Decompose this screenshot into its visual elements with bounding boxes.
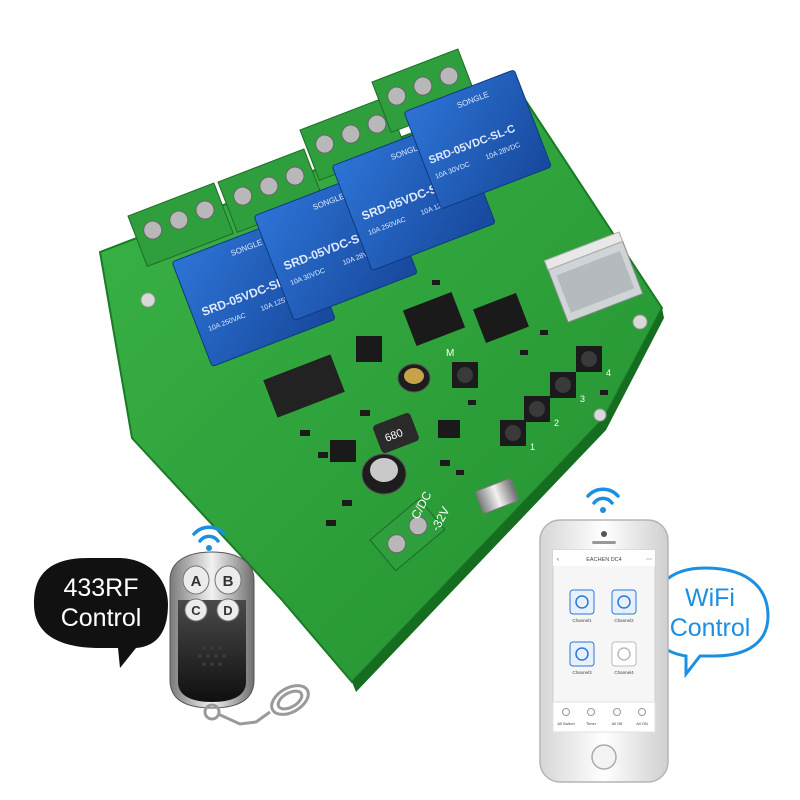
inductor: 680	[373, 412, 419, 454]
ic-chip	[356, 336, 382, 362]
button-number: 4	[606, 368, 611, 378]
channel-tile-1[interactable]: Channel1	[569, 589, 595, 623]
wifi-control-callout: WiFi Control	[650, 566, 770, 679]
power-terminal	[369, 498, 446, 572]
ic-chip	[402, 291, 466, 347]
button-number: 2	[554, 418, 559, 428]
speech-bubble	[34, 558, 168, 668]
footer-all-off[interactable]: All Off	[612, 708, 624, 727]
terminal-screw	[259, 176, 279, 196]
terminal-screw	[169, 210, 189, 230]
remote-button-label: B	[223, 573, 234, 590]
micro-usb-port	[475, 478, 519, 514]
rf-callout-line1: 433RF	[63, 574, 138, 602]
rf-callout-line2: Control	[61, 604, 142, 632]
rf-remote: A B C D	[169, 551, 310, 726]
phone-speaker	[592, 541, 616, 544]
terminal-screw	[233, 186, 253, 206]
capacitor	[397, 363, 431, 393]
mounting-hole	[632, 314, 648, 330]
remote-button-label: A	[191, 573, 202, 590]
channel-tile-4[interactable]: Channel4	[611, 641, 637, 675]
button-m-label: M	[446, 348, 454, 359]
remote-button-label: D	[223, 603, 232, 618]
terminal-screw	[285, 166, 305, 186]
capacitor	[361, 453, 407, 495]
terminal-screw	[341, 124, 361, 144]
relays: SONGLE SRD-05VDC-SL-C 10A 250VAC 10A 125…	[172, 70, 552, 367]
channel-tile-3[interactable]: Channel3	[569, 641, 595, 675]
tactile-buttons: M 1 2 3 4	[446, 346, 611, 452]
smd-components	[300, 280, 608, 526]
app-title: EACHEN DC4	[586, 557, 621, 563]
phone-camera	[601, 531, 607, 537]
terminal-screw	[315, 134, 335, 154]
terminal-blocks	[127, 48, 478, 268]
footer-label: Timer	[586, 721, 597, 726]
channel-label: Channel1	[572, 618, 592, 623]
footer-all-switch[interactable]: All Switch	[557, 708, 575, 727]
remote-button-d[interactable]: D	[216, 598, 240, 622]
phone-home-button[interactable]	[591, 744, 617, 770]
button-1: 1	[500, 420, 535, 452]
terminal-screw	[143, 220, 163, 240]
channel-label: Channel2	[614, 618, 634, 623]
button-4: 4	[576, 346, 611, 378]
mounting-hole	[140, 292, 156, 308]
ic-chip	[438, 420, 460, 438]
relay-4: SONGLE SRD-05VDC-SL-C 10A 30VDC 10A 28VD…	[404, 70, 552, 209]
remote-speaker-grille	[198, 646, 226, 666]
pcb-edge-shadow	[352, 308, 664, 692]
footer-all-on[interactable]: All ON	[636, 708, 648, 727]
relay-board: SONGLE SRD-05VDC-SL-C 10A 250VAC 10A 125…	[98, 48, 664, 692]
wifi-callout-line1: WiFi	[685, 584, 735, 612]
channel-tile-2[interactable]: Channel2	[611, 589, 637, 623]
footer-label: All ON	[636, 721, 648, 726]
wifi-signal-icon	[192, 525, 226, 551]
terminal-screw	[439, 66, 459, 86]
more-icon[interactable]: ⋯	[646, 557, 652, 563]
remote-button-b[interactable]: B	[214, 565, 242, 595]
footer-label: All Switch	[557, 721, 574, 726]
button-2: 2	[524, 396, 559, 428]
ic-chip	[330, 440, 356, 462]
terminal-screw	[195, 200, 215, 220]
rf-control-callout: 433RF Control	[34, 558, 168, 668]
button-3: 3	[550, 372, 585, 404]
footer-label: All Off	[612, 721, 624, 726]
remote-button-a[interactable]: A	[182, 565, 210, 595]
channel-label: Channel3	[572, 670, 592, 675]
button-number: 3	[580, 394, 585, 404]
remote-button-label: C	[191, 603, 201, 618]
wifi-module	[543, 231, 644, 323]
ic-chip	[473, 292, 529, 344]
back-arrow-icon[interactable]: ‹	[557, 557, 559, 563]
wifi-signal-icon	[586, 487, 620, 513]
key-ring	[203, 684, 310, 726]
button-m: M	[446, 348, 478, 388]
channel-label: Channel4	[614, 670, 634, 675]
smartphone: ‹ EACHEN DC4 ⋯ Channel1 Channel2 Channel…	[539, 519, 669, 783]
terminal-screw	[367, 114, 387, 134]
wifi-callout-line2: Control	[670, 614, 751, 642]
terminal-screw	[413, 76, 433, 96]
rf-receiver	[263, 354, 345, 418]
terminal-screw	[387, 86, 407, 106]
footer-timer[interactable]: Timer	[586, 708, 597, 727]
remote-button-c[interactable]: C	[184, 598, 208, 622]
button-number: 1	[530, 442, 535, 452]
mounting-hole	[593, 408, 607, 422]
